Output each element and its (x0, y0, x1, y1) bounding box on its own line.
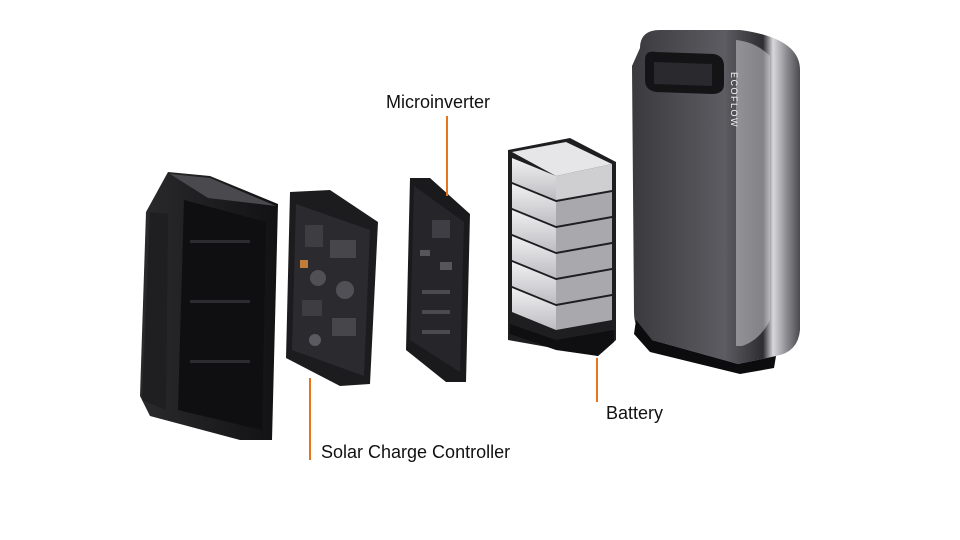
battery-pack (508, 138, 616, 356)
solar-charge-controller-label: Solar Charge Controller (321, 442, 511, 462)
microinverter-board (406, 178, 470, 382)
microinverter-label: Microinverter (386, 92, 491, 112)
brand-logo: ECOFLOW (729, 72, 739, 128)
outer-housing (632, 30, 800, 374)
outer-casing (140, 172, 278, 440)
solar-charge-controller-module (286, 190, 378, 386)
battery-label: Battery (606, 403, 664, 423)
